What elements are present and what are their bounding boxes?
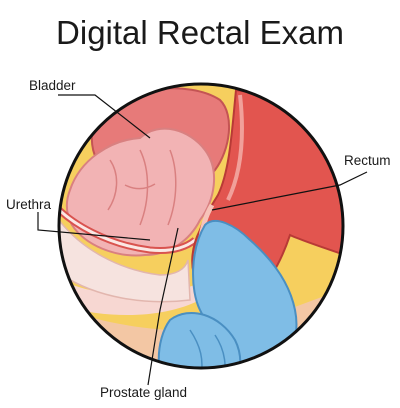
prostate-lobe-lines xyxy=(107,149,177,226)
prostate-shape xyxy=(65,127,216,257)
pelvic-floor xyxy=(59,212,191,303)
prostate-label: Prostate gland xyxy=(100,385,188,400)
gloved-hand xyxy=(157,311,242,368)
rectum-label: Rectum xyxy=(344,153,391,168)
prostate-leader xyxy=(147,227,179,386)
diagram-circle xyxy=(57,82,345,370)
bladder-label: Bladder xyxy=(29,78,76,93)
diagram-title: Digital Rectal Exam xyxy=(56,14,344,51)
urethra-label: Urethra xyxy=(6,197,52,212)
bladder-leader xyxy=(58,94,151,139)
urethra-leader xyxy=(37,212,151,241)
rectum-leader xyxy=(211,171,368,211)
